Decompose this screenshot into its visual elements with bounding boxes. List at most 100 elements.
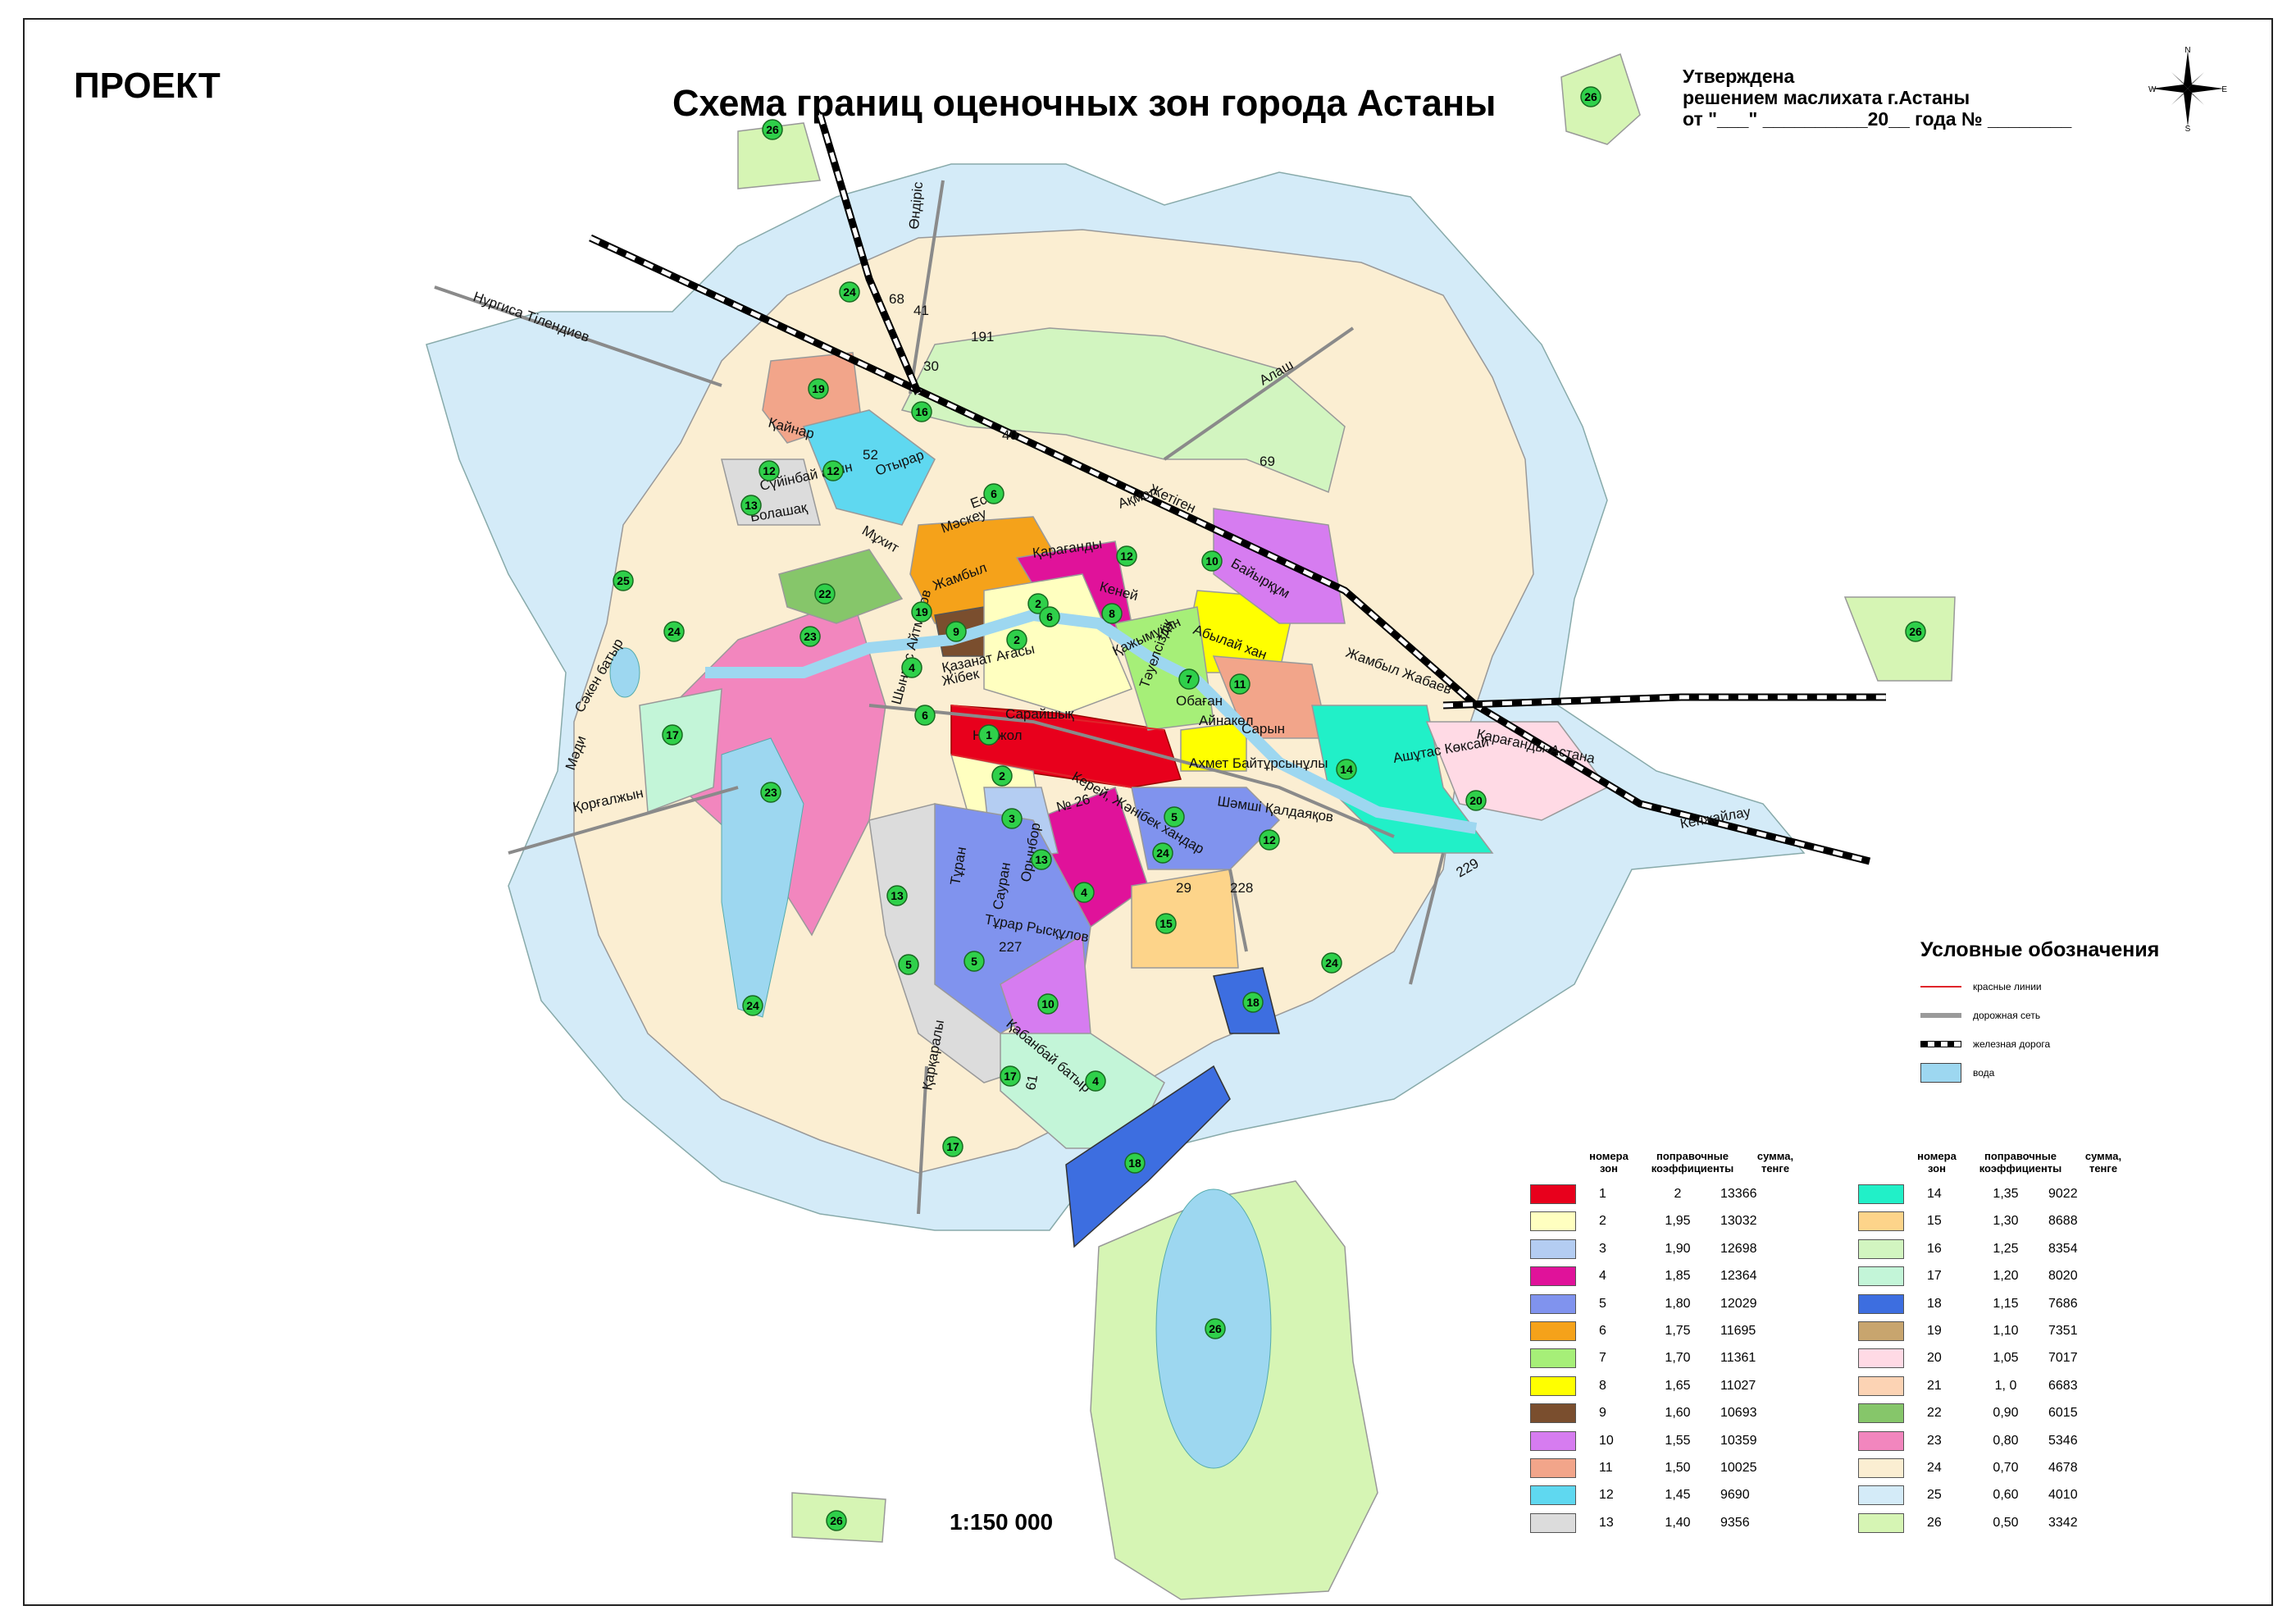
zone-marker-label: 24 xyxy=(746,999,759,1012)
zone-color-swatch xyxy=(1858,1403,1904,1424)
zone-sum-cell: 4678 xyxy=(2048,1461,2078,1475)
zone-marker-label: 2 xyxy=(999,769,1005,782)
zone-color-swatch xyxy=(1530,1184,1576,1204)
compass-south: S xyxy=(2185,125,2191,131)
red-lines xyxy=(950,705,1165,788)
compass-north: N xyxy=(2184,46,2190,55)
zone-marker: 19 xyxy=(808,378,829,399)
zone-coef-cell: 1,80 xyxy=(1665,1296,1691,1311)
zone-color-swatch xyxy=(1530,1512,1576,1533)
zone-marker-label: 23 xyxy=(804,630,817,643)
zone-marker-label: 1 xyxy=(986,728,992,741)
zone-marker-label: 13 xyxy=(891,889,904,902)
zone-marker-circle xyxy=(991,765,1013,787)
zone-markers: 1222344455566678910101112121212131313141… xyxy=(613,86,1926,1531)
zone-marker-label: 6 xyxy=(991,487,997,500)
zone-coef-cell: 1,40 xyxy=(1665,1515,1691,1530)
zone-sum-cell: 13032 xyxy=(1720,1214,1757,1229)
zone-marker-circle xyxy=(1580,86,1601,107)
zone-marker: 26 xyxy=(1205,1318,1226,1339)
zone-marker-label: 13 xyxy=(1035,853,1048,866)
zone-sum-cell: 13366 xyxy=(1720,1187,1757,1201)
zone-marker-circle xyxy=(1465,790,1487,811)
zone-marker: 17 xyxy=(662,724,683,746)
zone-zone-cell: 4 xyxy=(1599,1269,1606,1284)
zone-marker-circle xyxy=(1000,1065,1021,1087)
road-network xyxy=(434,180,1445,1215)
zone-coef-cell: 1,15 xyxy=(1993,1296,2019,1311)
zone-marker-circle xyxy=(1242,992,1264,1013)
zone-coef-cell: 1,50 xyxy=(1665,1461,1691,1475)
approval-line: от "___" __________20__ года № ________ xyxy=(1683,108,2072,130)
zone-marker-label: 4 xyxy=(1081,886,1087,899)
zone-marker-label: 26 xyxy=(766,123,779,136)
zone-marker-label: 2 xyxy=(1014,633,1020,646)
zone-zone-cell: 9 xyxy=(1599,1406,1606,1421)
zone-marker: 23 xyxy=(760,782,781,803)
zone-marker-label: 24 xyxy=(1325,956,1338,969)
zone-area-8b xyxy=(1180,721,1247,772)
zone-marker: 20 xyxy=(1465,790,1487,811)
zone-marker: 4 xyxy=(1073,882,1095,903)
zone-zone-cell: 18 xyxy=(1927,1296,1942,1311)
zone-marker: 25 xyxy=(613,570,634,591)
zone-color-swatch xyxy=(1530,1321,1576,1341)
zone-marker-label: 18 xyxy=(1246,996,1260,1009)
zone-marker: 14 xyxy=(1336,759,1357,780)
zone-sum-cell: 8020 xyxy=(2048,1269,2078,1284)
zone-area-2 xyxy=(983,573,1132,714)
street-label: 41 xyxy=(913,303,929,318)
zone-marker: 8 xyxy=(1101,603,1123,624)
zone-marker-circle xyxy=(662,724,683,746)
zone-marker: 13 xyxy=(886,885,908,906)
river xyxy=(705,609,1478,834)
zone-coef-cell: 2 xyxy=(1674,1187,1682,1201)
street-label: 30 xyxy=(923,358,939,374)
zone-marker-label: 15 xyxy=(1159,917,1173,930)
zone-marker-label: 10 xyxy=(1205,554,1219,568)
zone-marker-label: 12 xyxy=(763,464,776,477)
zone-sum-cell: 12029 xyxy=(1720,1296,1757,1311)
zone-sum-cell: 8354 xyxy=(2048,1241,2078,1256)
zone-marker: 18 xyxy=(1124,1152,1146,1174)
zone-sum-cell: 7017 xyxy=(2048,1351,2078,1366)
zone-marker-circle xyxy=(901,657,922,678)
zone-color-swatch xyxy=(1530,1348,1576,1369)
zone-marker-label: 4 xyxy=(1092,1074,1099,1088)
zone-area-26-e xyxy=(1843,596,1956,682)
street-label: 228 xyxy=(1230,880,1253,896)
zone-marker: 12 xyxy=(822,460,844,481)
zone-marker-label: 2 xyxy=(1035,597,1041,610)
zone-coef-cell: 1,25 xyxy=(1993,1241,2019,1256)
zone-marker-label: 17 xyxy=(1004,1070,1017,1083)
zone-area-17b xyxy=(639,688,722,814)
zone-marker-label: 26 xyxy=(830,1514,843,1527)
zone-coef-cell: 1,60 xyxy=(1665,1406,1691,1421)
zone-sum-cell: 9022 xyxy=(2048,1187,2078,1201)
railway-icon xyxy=(1920,1034,1961,1054)
zone-area-22 xyxy=(778,549,904,624)
zone-marker: 23 xyxy=(800,626,821,647)
zone-color-swatch xyxy=(1530,1375,1576,1396)
legend-item-railway: железная дорога xyxy=(1920,1033,2050,1055)
zone-color-swatch xyxy=(1530,1403,1576,1424)
zone-marker: 15 xyxy=(1155,913,1177,934)
zone-color-swatch xyxy=(1858,1430,1904,1451)
map-title: Схема границ оценочных зон города Астаны xyxy=(672,82,1496,124)
zone-marker-label: 5 xyxy=(1171,810,1178,823)
zone-sum-cell: 10359 xyxy=(1720,1433,1757,1448)
zone-area-12 xyxy=(802,409,936,526)
zone-zone-cell: 16 xyxy=(1927,1241,1942,1256)
zone-marker: 4 xyxy=(901,657,922,678)
zone-marker: 13 xyxy=(740,495,762,516)
zone-marker: 24 xyxy=(839,281,860,303)
